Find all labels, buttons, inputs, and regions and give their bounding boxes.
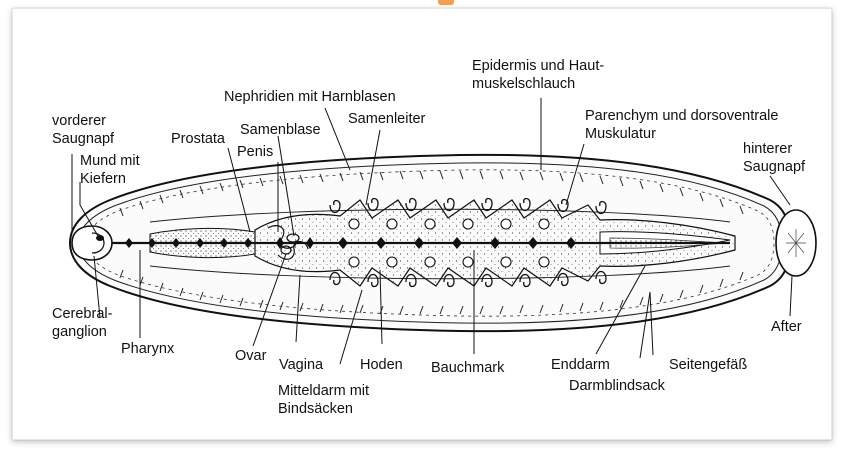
label-ovar: Ovar: [235, 347, 266, 365]
label-mund-mit-kiefern: Mund mit Kiefern: [80, 152, 140, 188]
label-cerebralganglion: Cerebral- ganglion: [52, 305, 112, 341]
label-nephridien: Nephridien mit Harnblasen: [224, 88, 396, 106]
label-line: Kiefern: [80, 170, 140, 188]
label-epidermis: Epidermis und Haut- muskelschlauch: [472, 57, 604, 93]
label-hoden: Hoden: [360, 356, 403, 374]
posterior-sucker: [776, 210, 816, 276]
label-line: Bindsäcken: [278, 400, 369, 418]
label-samenblase: Samenblase: [240, 121, 321, 139]
label-enddarm: Enddarm: [551, 356, 610, 374]
label-line: Saugnapf: [743, 158, 805, 176]
label-line: Saugnapf: [52, 130, 114, 148]
label-line: muskelschlauch: [472, 75, 604, 93]
label-samenleiter: Samenleiter: [348, 110, 425, 128]
anterior-sucker: [72, 226, 112, 260]
label-bauchmark: Bauchmark: [431, 359, 504, 377]
label-vagina: Vagina: [279, 356, 323, 374]
label-seitengefaess: Seitengefäß: [669, 356, 747, 374]
label-pharynx: Pharynx: [121, 340, 174, 358]
label-line: vorderer: [52, 112, 114, 130]
label-parenchym: Parenchym und dorsoventrale Muskulatur: [585, 107, 778, 143]
label-penis: Penis: [237, 143, 273, 161]
label-hinterer-saugnapf: hinterer Saugnapf: [743, 140, 805, 176]
label-line: Mitteldarm mit: [278, 382, 369, 400]
label-line: ganglion: [52, 323, 112, 341]
label-darmblindsack: Darmblindsack: [569, 377, 665, 395]
label-line: hinterer: [743, 140, 805, 158]
label-mitteldarm: Mitteldarm mit Bindsäcken: [278, 382, 369, 418]
label-line: Parenchym und dorsoventrale: [585, 107, 778, 125]
label-line: Epidermis und Haut-: [472, 57, 604, 75]
label-line: Cerebral-: [52, 305, 112, 323]
label-vorderer-saugnapf: vorderer Saugnapf: [52, 112, 114, 148]
label-after: After: [771, 318, 802, 336]
label-line: Mund mit: [80, 152, 140, 170]
label-prostata: Prostata: [171, 130, 225, 148]
